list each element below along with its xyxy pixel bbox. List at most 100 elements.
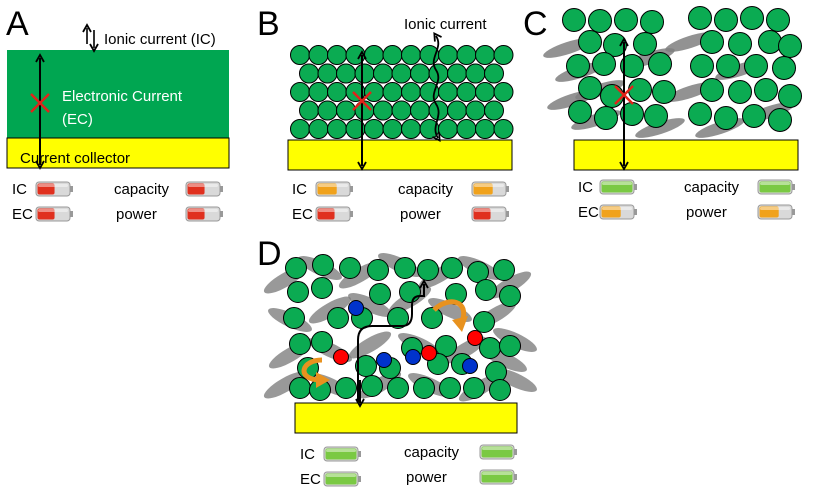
panel-d-particle <box>327 307 349 329</box>
panel-d-particle <box>335 377 357 399</box>
panel-b-particle <box>364 45 384 65</box>
panel-c-particle <box>600 84 624 108</box>
panel-b-particle <box>438 45 458 65</box>
panel-d-letter: D <box>257 235 282 273</box>
panel-a: A Current collector Electronic Current (… <box>6 5 230 170</box>
panel-d-particle <box>499 335 521 357</box>
panel-c-particle <box>716 54 740 78</box>
panel-c-particle <box>768 108 792 132</box>
panel-c-ec-battery-icon <box>599 204 637 220</box>
panel-b-particle <box>493 119 514 139</box>
panel-b-letter: B <box>257 5 280 43</box>
panel-b-particle <box>447 63 467 84</box>
panel-d-particle <box>339 257 361 279</box>
panel-b-particle <box>290 119 310 139</box>
panel-c-particle <box>633 32 657 56</box>
panel-d-particle <box>493 259 515 281</box>
panel-d-capacity-battery-icon <box>479 444 517 460</box>
panel-a-metric-power-label: power <box>116 206 157 223</box>
panel-c-particle <box>644 104 668 128</box>
panel-a-metric-ec-label: EC <box>12 206 33 223</box>
panel-c-metrics: IC EC capacity power <box>578 179 795 221</box>
panel-d-binder-strand <box>348 293 392 317</box>
panel-d-particle <box>499 285 521 307</box>
panel-d-particle <box>355 355 377 377</box>
panel-b-particle <box>493 45 514 65</box>
panel-b-particle <box>308 82 329 102</box>
panel-b-particle <box>465 100 486 121</box>
panel-b-particle <box>447 100 467 121</box>
panel-d-particle <box>485 361 507 383</box>
panel-d-blue-ion <box>462 358 478 374</box>
panel-d-particle <box>311 277 333 299</box>
panel-d-power-battery-icon <box>479 469 517 485</box>
panel-c-particle <box>688 6 712 30</box>
panel-c-particle <box>594 106 618 130</box>
panel-a-power-battery-icon <box>185 206 223 222</box>
panel-c-particle <box>578 76 602 100</box>
panel-d-particle <box>312 254 334 276</box>
panel-c-particle <box>728 80 752 104</box>
panel-c-particle <box>700 30 724 54</box>
panel-d-red-ion <box>421 345 437 361</box>
panel-b-capacity-battery-icon <box>471 181 509 197</box>
panel-c-particle <box>714 106 738 130</box>
panel-c-particle <box>714 8 738 32</box>
panel-b-particle <box>299 100 319 121</box>
panel-b-particle <box>382 119 403 139</box>
panel-c-particle <box>628 78 652 102</box>
panel-b-particle <box>391 63 412 84</box>
panel-c-binder-strand <box>635 118 685 138</box>
panel-d-particle <box>369 283 391 305</box>
panel-c-particle <box>766 8 790 32</box>
panel-d-ion-pathway-arrow <box>357 279 429 402</box>
panel-b-particle <box>401 119 421 139</box>
panel-d-red-ion <box>467 330 483 346</box>
panel-b-particle <box>484 100 504 121</box>
panel-d-blue-ion <box>405 349 421 365</box>
panel-c-particle <box>652 80 676 104</box>
panel-c-particle <box>562 8 586 32</box>
panel-b-particle <box>382 82 403 102</box>
panel-d-particle <box>394 257 416 279</box>
panel-d-particle <box>399 281 421 303</box>
panel-a-capacity-battery-icon <box>185 181 223 197</box>
panel-a-collector-label: Current collector <box>20 150 130 167</box>
panel-b-particle <box>317 63 338 84</box>
panel-d-metric-capacity-label: capacity <box>404 444 460 461</box>
panel-b-power-battery-icon <box>471 206 509 222</box>
panel-a-ic-label: Ionic current (IC) <box>104 31 216 48</box>
panel-d-ions <box>333 300 483 374</box>
panel-d-particle <box>441 257 463 279</box>
panel-d-particle <box>289 333 311 355</box>
panel-d-particle <box>361 375 383 397</box>
panel-d-binder-strand <box>308 296 352 324</box>
panel-c-particle <box>640 10 664 34</box>
panel-b-ic-label: Ionic current <box>404 16 487 33</box>
panel-d-particle <box>473 311 495 333</box>
panel-c-particle <box>566 54 590 78</box>
panel-d: D <box>257 235 537 434</box>
panel-b-particle <box>327 119 347 139</box>
panel-c-metric-ic-label: IC <box>578 179 593 196</box>
panel-b-particle <box>484 63 504 84</box>
panel-c-particle <box>744 54 768 78</box>
panel-a-ec-label-line1: Electronic Current <box>62 88 183 105</box>
panel-b-particle <box>336 100 356 121</box>
panel-d-particle <box>489 379 511 401</box>
panel-d-particle <box>311 331 333 353</box>
panel-c-particle <box>648 52 672 76</box>
panel-b-metric-power-label: power <box>400 206 441 223</box>
panel-c-particle <box>700 78 724 102</box>
panel-d-particle <box>439 377 461 399</box>
panel-d-ec-battery-icon <box>323 471 361 487</box>
panel-c-capacity-battery-icon <box>757 179 795 195</box>
panel-d-metric-power-label: power <box>406 469 447 486</box>
panel-b-particle <box>382 45 403 65</box>
panel-c-particle <box>688 102 712 126</box>
panel-b-particle <box>327 82 347 102</box>
panel-b-particle <box>475 82 495 102</box>
panel-d-particle <box>463 377 485 399</box>
panel-c-particle <box>772 56 796 80</box>
panel-d-particle <box>287 281 309 303</box>
